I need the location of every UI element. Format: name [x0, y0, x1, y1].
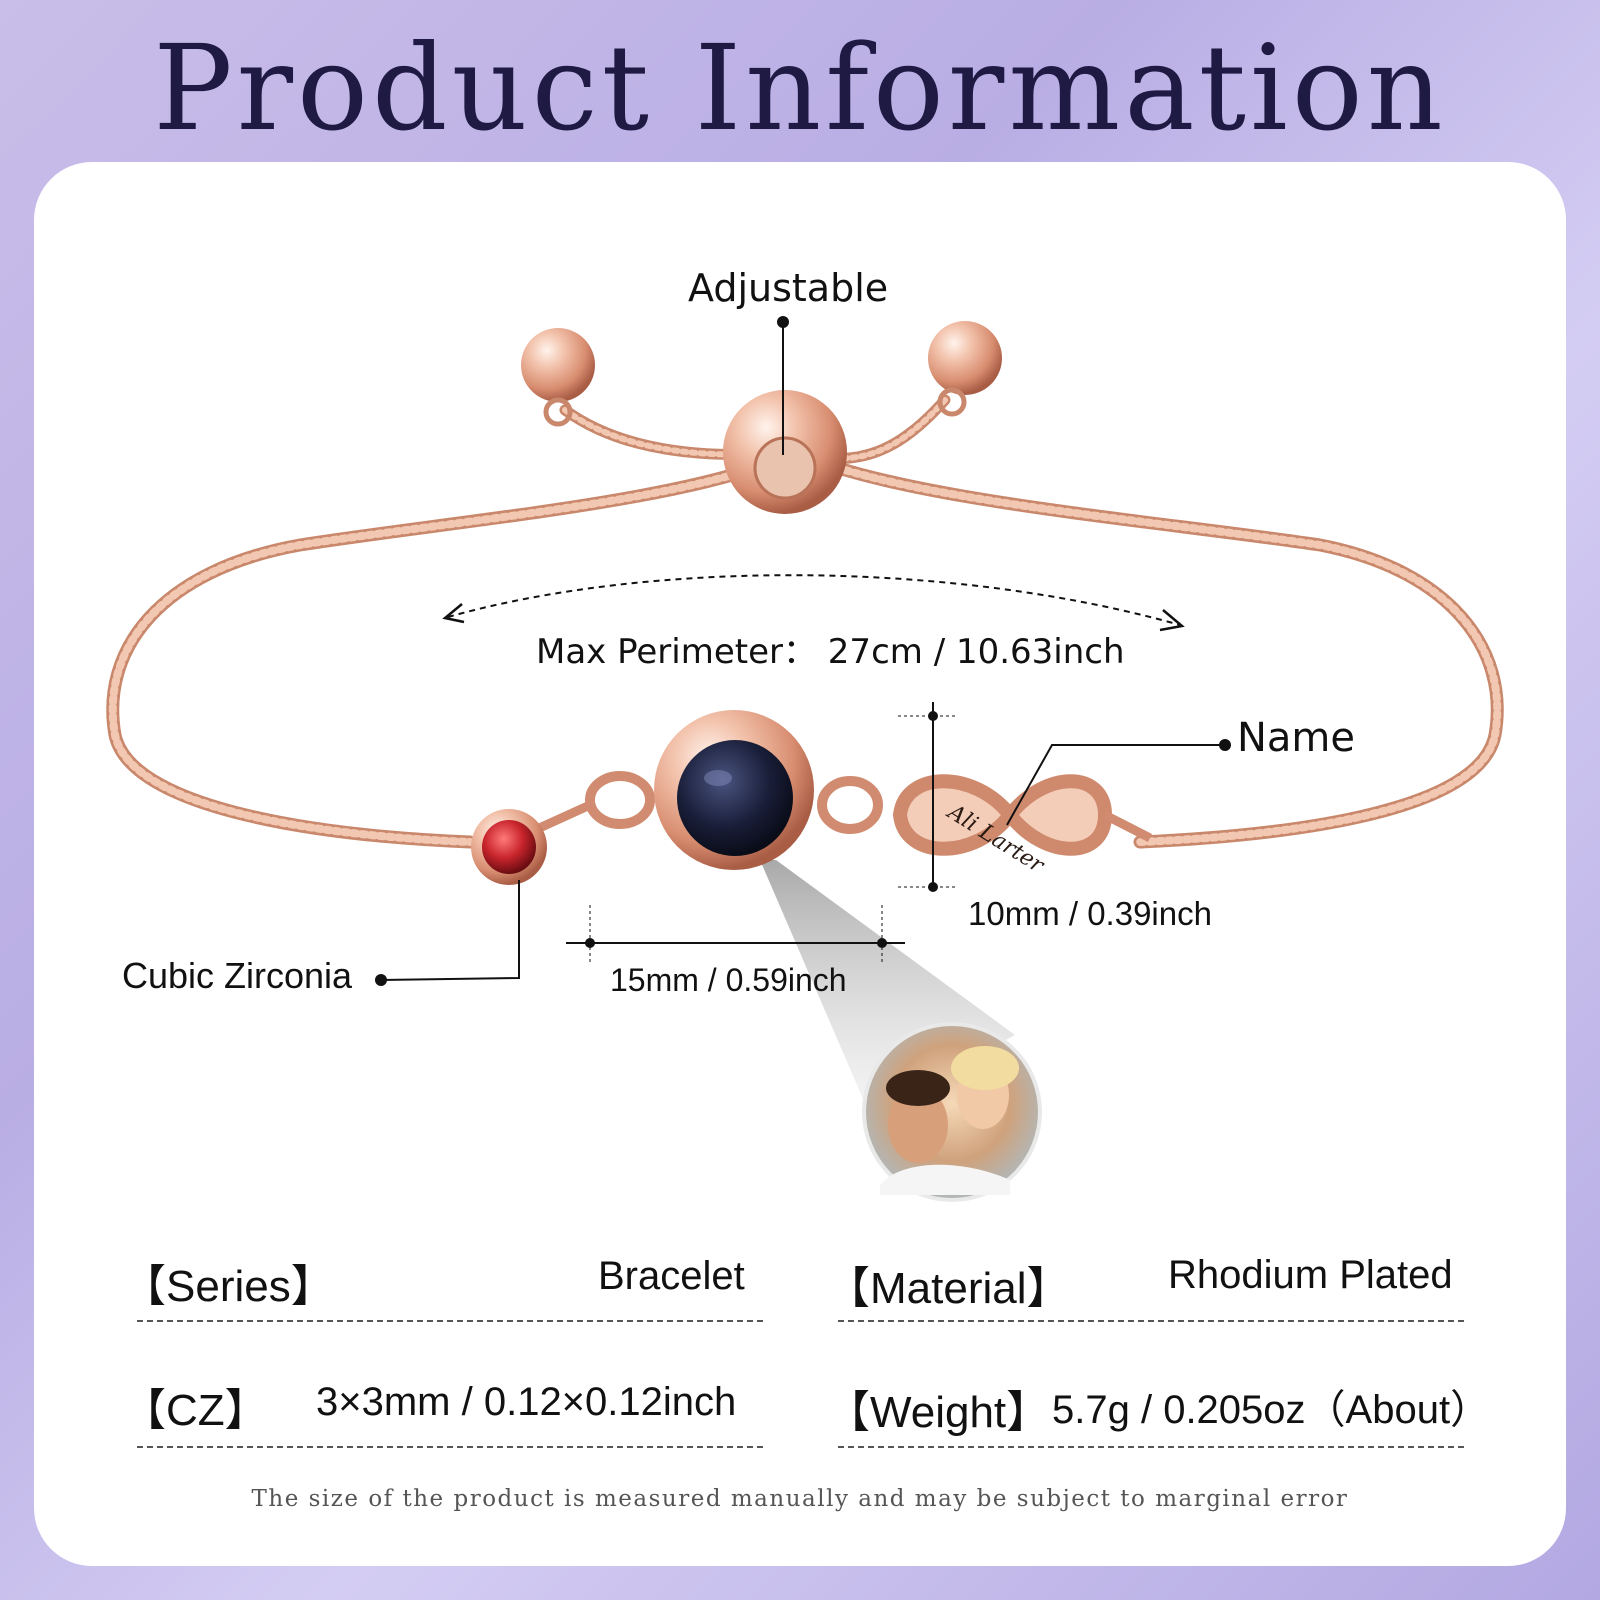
infinity-charm [893, 774, 1112, 856]
cz-value: 3×3mm / 0.12×0.12inch [316, 1380, 737, 1424]
series-value: Bracelet [598, 1254, 745, 1298]
page-title: Product Information [153, 19, 1447, 157]
series-divider [137, 1320, 763, 1322]
weight-divider [838, 1446, 1464, 1448]
projected-photo [862, 1022, 1042, 1202]
footnote: The size of the product is measured manu… [251, 1486, 1349, 1512]
cz-divider [137, 1446, 763, 1448]
perimeter-arrow [447, 574, 1181, 626]
material-key: 【Material】 [826, 1264, 1071, 1313]
infinity-size-label: 10mm / 0.39inch [968, 895, 1212, 932]
weight-key: 【Weight】 [826, 1388, 1051, 1437]
charm-size-label: 15mm / 0.59inch [610, 962, 847, 998]
cubic-zirconia-label: Cubic Zirconia [122, 955, 353, 996]
max-perimeter-label: Max Perimeter： 27cm / 10.63inch [536, 632, 1125, 672]
weight-value: 5.7g / 0.205oz（About） [1052, 1388, 1491, 1432]
end-bead-right [928, 321, 1002, 395]
end-bead-left [521, 328, 595, 402]
birthstone [482, 820, 536, 874]
series-key: 【Series】 [122, 1262, 335, 1311]
material-divider [838, 1320, 1464, 1322]
adjustable-label: Adjustable [688, 266, 889, 310]
cz-key: 【CZ】 [122, 1386, 269, 1435]
name-label: Name [1237, 715, 1356, 761]
projection-lens [677, 740, 793, 856]
material-value: Rhodium Plated [1168, 1253, 1453, 1297]
